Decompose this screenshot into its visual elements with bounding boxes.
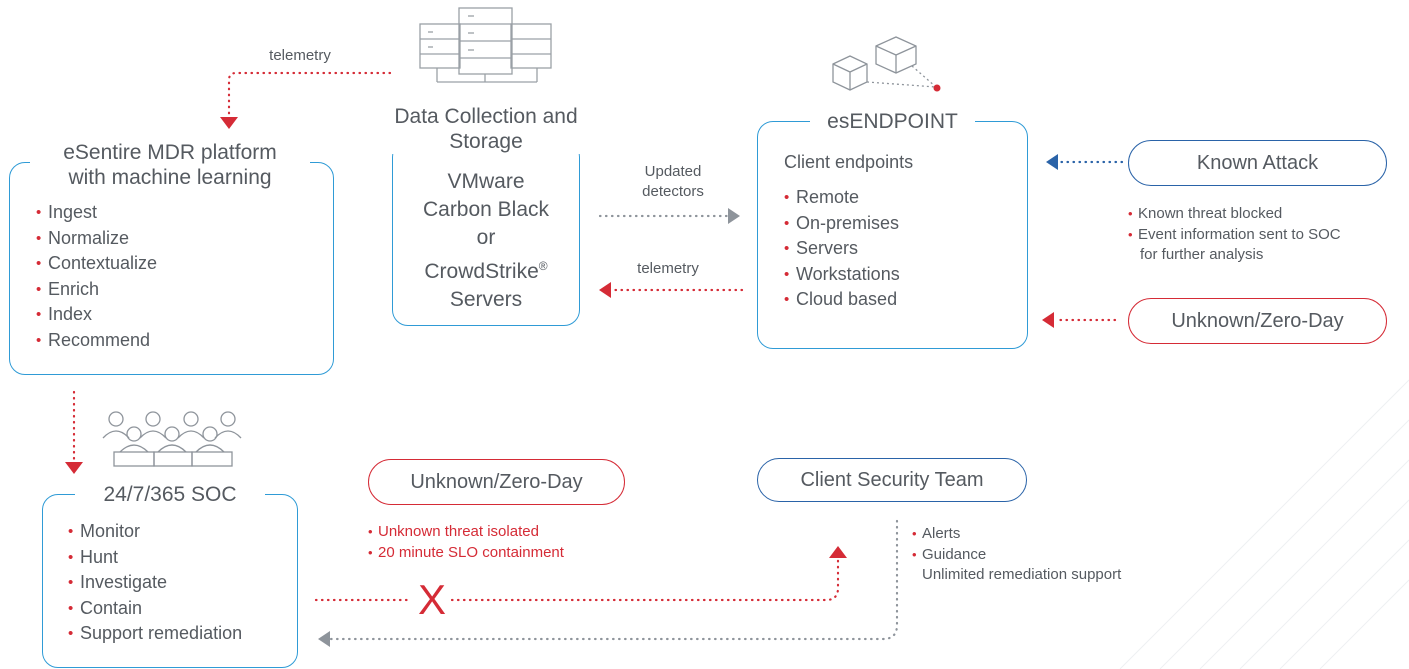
data-collection-panel (392, 141, 580, 326)
known-attack-notes: Known threat blocked Event information s… (1128, 204, 1341, 266)
list-item: 20 minute SLO containment (368, 543, 564, 564)
arrowhead-telemetry-mid (599, 282, 611, 298)
list-item: Cloud based (784, 287, 900, 313)
endpoint-list: Remote On-premises Servers Workstations … (784, 185, 900, 313)
updated-detectors-line2: detectors (642, 183, 704, 200)
unknown-bottom-notes: Unknown threat isolated 20 minute SLO co… (368, 522, 564, 563)
mdr-title-line1: eSentire MDR platform (63, 141, 277, 164)
updated-detectors-label: Updated detectors (618, 162, 728, 202)
list-item: Remote (784, 185, 900, 211)
list-item: Hunt (68, 545, 242, 571)
list-item: Recommend (36, 328, 157, 354)
data-collection-body: VMware Carbon Black or CrowdStrike® Serv… (392, 168, 580, 314)
esendpoint-title: esENDPOINT (810, 109, 975, 134)
client-security-notes: Alerts Guidance Unlimited remediation su… (912, 524, 1121, 586)
list-item: Contain (68, 596, 242, 622)
list-item: Unknown threat isolated (368, 522, 564, 543)
unknown-zero-day-pill-bottom: Unknown/Zero-Day (368, 459, 625, 505)
blocked-x-mark: X (413, 578, 451, 622)
client-security-team-pill: Client Security Team (757, 458, 1027, 502)
list-item: Guidance (912, 545, 1121, 566)
list-item: Servers (784, 236, 900, 262)
soc-to-client-connector-right (450, 554, 840, 602)
unknown-zero-day-pill-right: Unknown/Zero-Day (1128, 298, 1387, 344)
list-item: Unlimited remediation support (922, 566, 1122, 583)
data-collection-title: Data Collection and Storage (372, 104, 600, 154)
arrowhead-unknown-right (1042, 312, 1054, 328)
list-item: Alerts (912, 524, 1121, 545)
arrowhead-mdr-to-soc (65, 462, 83, 474)
data-collection-line-5: Servers (449, 288, 523, 311)
data-collection-line-1: VMware (447, 170, 525, 193)
mdr-capability-list: Ingest Normalize Contextualize Enrich In… (36, 200, 157, 353)
list-item: Ingest (36, 200, 157, 226)
updated-detectors-line1: Updated (644, 163, 702, 180)
data-collection-line-4: CrowdStrike® (392, 252, 580, 286)
known-attack-pill: Known Attack (1128, 140, 1387, 186)
telemetry-mid-label: telemetry (637, 260, 699, 277)
list-item: Contextualize (36, 251, 157, 277)
arrowhead-soc-to-client (829, 546, 847, 558)
list-item: Investigate (68, 570, 242, 596)
data-collection-line-2: Carbon Black (422, 198, 550, 221)
data-collection-title-line2: Storage (439, 129, 533, 154)
arrowhead-updated-detectors (728, 208, 740, 224)
list-item: Monitor (68, 519, 242, 545)
telemetry-top-label: telemetry (269, 47, 331, 64)
arrowhead-client-to-soc (318, 631, 330, 647)
arrowhead-known-attack (1046, 154, 1058, 170)
list-item: Index (36, 302, 157, 328)
client-endpoints-subtitle: Client endpoints (784, 152, 914, 172)
data-collection-title-line1: Data Collection and (394, 105, 578, 128)
mdr-platform-title: eSentire MDR platform with machine learn… (30, 140, 310, 190)
list-item: Known threat blocked (1128, 204, 1341, 225)
list-item: Enrich (36, 277, 157, 303)
soc-activity-list: Monitor Hunt Investigate Contain Support… (68, 519, 242, 647)
client-to-soc-connector (328, 519, 899, 641)
mdr-title-line2: with machine learning (68, 166, 272, 189)
list-item: Support remediation (68, 621, 242, 647)
data-collection-line-3: or (476, 226, 496, 249)
arrowhead-telemetry-top (220, 117, 238, 129)
crowdstrike-label: CrowdStrike (424, 260, 539, 283)
list-item: Event information sent to SOC (1128, 225, 1341, 246)
list-item: for further analysis (1140, 246, 1264, 263)
registered-mark: ® (538, 259, 548, 273)
list-item: On-premises (784, 211, 900, 237)
list-item: Normalize (36, 226, 157, 252)
list-item: Workstations (784, 262, 900, 288)
soc-title: 24/7/365 SOC (75, 482, 265, 507)
